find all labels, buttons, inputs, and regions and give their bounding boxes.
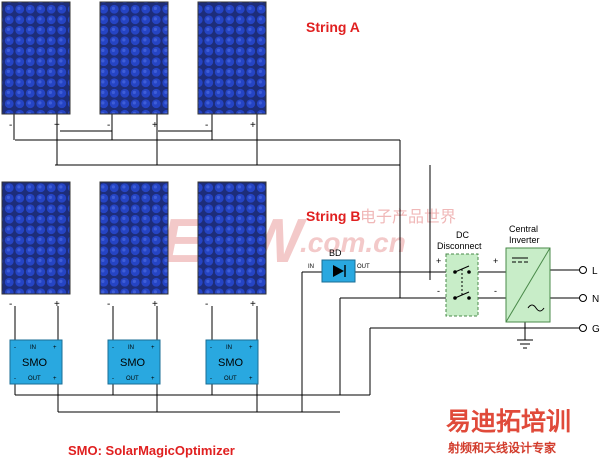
polarity-minus: - xyxy=(9,120,12,131)
polarity-plus: + xyxy=(54,299,60,310)
string-b-title: String B xyxy=(306,208,360,224)
smo-minus: - xyxy=(14,376,16,382)
bypass-diode-in-label: IN xyxy=(308,264,314,270)
smo-plus: + xyxy=(151,376,155,382)
polarity-labels-b: - + - + - + xyxy=(9,299,256,310)
smo-out-label: OUT xyxy=(28,376,41,382)
string-a-title: String A xyxy=(306,19,360,35)
watermark: EEPW .com.cn 电子产品世界 xyxy=(120,207,456,276)
polarity-plus: + xyxy=(152,120,158,131)
bypass-diode-out-label: OUT xyxy=(357,264,370,270)
polarity-plus: + xyxy=(152,299,158,310)
solar-panel-b2 xyxy=(99,181,169,295)
dc-disconnect-label-line2: Disconnect xyxy=(437,241,482,251)
smo-unit-1: - IN + SMO - OUT + xyxy=(9,339,63,385)
smo-unit-3: - IN + SMO - OUT + xyxy=(205,339,259,385)
smo-minus: - xyxy=(14,345,16,351)
string-b-panels xyxy=(1,181,267,295)
smo-plus: + xyxy=(249,345,253,351)
diode-symbol-icon xyxy=(333,265,344,277)
smo-label: SMO xyxy=(218,357,244,369)
smo-in-label: IN xyxy=(226,345,232,351)
solar-panel-a2 xyxy=(99,1,169,115)
smo-unit-2: - IN + SMO - OUT + xyxy=(107,339,161,385)
solar-panel-a1 xyxy=(1,1,71,115)
central-inverter: Central Inverter xyxy=(505,224,551,323)
logo-main-text: 易迪拓培训 xyxy=(446,407,571,436)
terminal-n-label: N xyxy=(592,294,599,305)
bypass-diode: BD IN OUT xyxy=(308,248,370,283)
string-a-panels xyxy=(1,1,267,115)
smo-box xyxy=(205,339,259,385)
watermark-chinese-text: 电子产品世界 xyxy=(360,207,456,226)
smo-plus: + xyxy=(53,345,57,351)
dc-disconnect-label-line1: DC xyxy=(456,230,469,240)
inverter-minus: - xyxy=(494,286,497,296)
polarity-plus: + xyxy=(250,299,256,310)
smo-minus: - xyxy=(210,376,212,382)
watermark-domain-text: .com.cn xyxy=(300,227,406,258)
polarity-labels-a: - + - + - + xyxy=(9,120,256,131)
polarity-plus: + xyxy=(54,120,60,131)
polarity-minus: - xyxy=(205,299,208,310)
polarity-minus: - xyxy=(9,299,12,310)
terminal-g-label: G xyxy=(592,324,600,335)
smo-out-label: OUT xyxy=(126,376,139,382)
solar-panel-b1 xyxy=(1,181,71,295)
terminal-n-icon xyxy=(579,294,587,302)
inverter-label-line2: Inverter xyxy=(509,235,540,245)
solar-panel-a3 xyxy=(197,1,267,115)
smo-out-label: OUT xyxy=(224,376,237,382)
smo-minus: - xyxy=(210,345,212,351)
ac-sine-icon xyxy=(527,304,545,312)
logo-sub-text: 射频和天线设计专家 xyxy=(447,440,557,455)
terminal-l-icon xyxy=(579,266,587,274)
terminal-l-label: L xyxy=(592,266,598,277)
inverter-label-line1: Central xyxy=(509,224,538,234)
smo-plus: + xyxy=(151,345,155,351)
smo-minus: - xyxy=(112,345,114,351)
polarity-minus: - xyxy=(107,120,110,131)
disconnect-plus: + xyxy=(436,256,441,266)
polarity-minus: - xyxy=(205,120,208,131)
smo-in-label: IN xyxy=(128,345,134,351)
inverter-plus: + xyxy=(493,256,498,266)
bypass-diode-label: BD xyxy=(329,248,342,258)
smo-in-label: IN xyxy=(30,345,36,351)
corner-logo: 易迪拓培训 射频和天线设计专家 xyxy=(446,407,571,455)
polarity-minus: - xyxy=(107,299,110,310)
smo-plus: + xyxy=(249,376,253,382)
smo-legend: SMO: SolarMagicOptimizer xyxy=(68,443,235,458)
smo-label: SMO xyxy=(120,357,146,369)
smo-plus: + xyxy=(53,376,57,382)
dc-disconnect: DC Disconnect + - + - xyxy=(436,230,498,317)
disconnect-minus: - xyxy=(437,286,440,296)
smo-label: SMO xyxy=(22,357,48,369)
smo-box xyxy=(9,339,63,385)
terminal-g-icon xyxy=(579,324,587,332)
polarity-plus: + xyxy=(250,120,256,131)
wiring-dashed xyxy=(160,130,260,413)
smo-box xyxy=(107,339,161,385)
solar-panel-b3 xyxy=(197,181,267,295)
smo-minus: - xyxy=(112,376,114,382)
output-terminals: L N G xyxy=(579,266,600,335)
